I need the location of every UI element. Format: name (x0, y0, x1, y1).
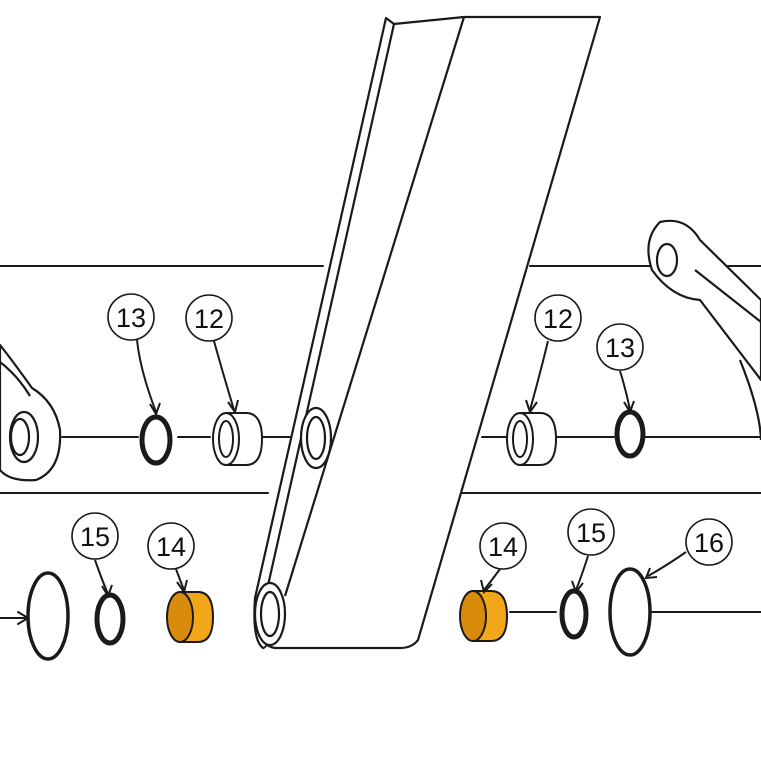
bushing-14-left (166, 591, 215, 643)
o-ring-13-right (614, 409, 646, 459)
callout-15-left (71, 512, 119, 560)
leader-arrow-15-right (571, 580, 584, 595)
leader-arrow-13-left (149, 402, 161, 417)
callout-label-12-right: 12 (543, 304, 573, 334)
leader-arrow-13-right (623, 400, 635, 415)
callout-12-right (534, 294, 582, 342)
arm-pivot-bore-lower-inner (259, 590, 281, 638)
callout-13-left (107, 293, 155, 341)
seal-ring-left (26, 571, 70, 661)
callout-15-right (567, 508, 615, 556)
callout-14-right (479, 522, 527, 570)
leader-line-15-left (94, 559, 109, 595)
arm-pivot-bore-upper-inner (305, 415, 327, 461)
leader-arrow-12-left (227, 399, 239, 415)
callout-label-15-right: 15 (576, 518, 606, 548)
leader-line-12-right (529, 340, 549, 411)
callout-label-14-right: 14 (488, 532, 518, 562)
callout-label-12-left: 12 (194, 304, 224, 334)
main-arm (253, 15, 602, 650)
leader-arrow-14-left (176, 579, 188, 595)
leader-line-16-right (647, 551, 687, 577)
leader-arrow-12-right (525, 399, 538, 415)
bushing-14-right (459, 590, 509, 642)
callout-label-15-left: 15 (80, 522, 110, 552)
callout-13-right (596, 323, 644, 371)
callout-label-13-right: 13 (605, 333, 635, 363)
left-link-bore-inner (9, 417, 31, 457)
callout-12-left (185, 294, 233, 342)
callout-label-16-right: 16 (694, 528, 724, 558)
bushing-12-left (212, 412, 264, 466)
leader-line-13-left (136, 339, 157, 413)
o-ring-15-right (559, 588, 589, 640)
o-ring-15-left (94, 592, 126, 646)
bushing-12-right (506, 412, 558, 466)
leader-line-13-right (619, 370, 631, 411)
callout-14-left (147, 522, 195, 570)
right-link (647, 219, 761, 441)
o-ring-13-left (139, 414, 173, 466)
leader-line-14-right (483, 568, 501, 591)
leader-line-12-left (213, 340, 235, 411)
leader-line-15-right (575, 555, 589, 591)
leader-arrow-16-right (644, 567, 658, 580)
callout-label-13-left: 13 (116, 303, 146, 333)
left-link (0, 343, 62, 482)
callout-16-right (685, 518, 733, 566)
seal-ring-16-right (608, 567, 652, 657)
leader-line-14-left (175, 568, 185, 591)
callout-label-14-left: 14 (156, 532, 186, 562)
right-link-bore (655, 242, 679, 278)
leader-arrow-14-right (480, 579, 493, 594)
leader-arrow-15-left (101, 584, 113, 599)
